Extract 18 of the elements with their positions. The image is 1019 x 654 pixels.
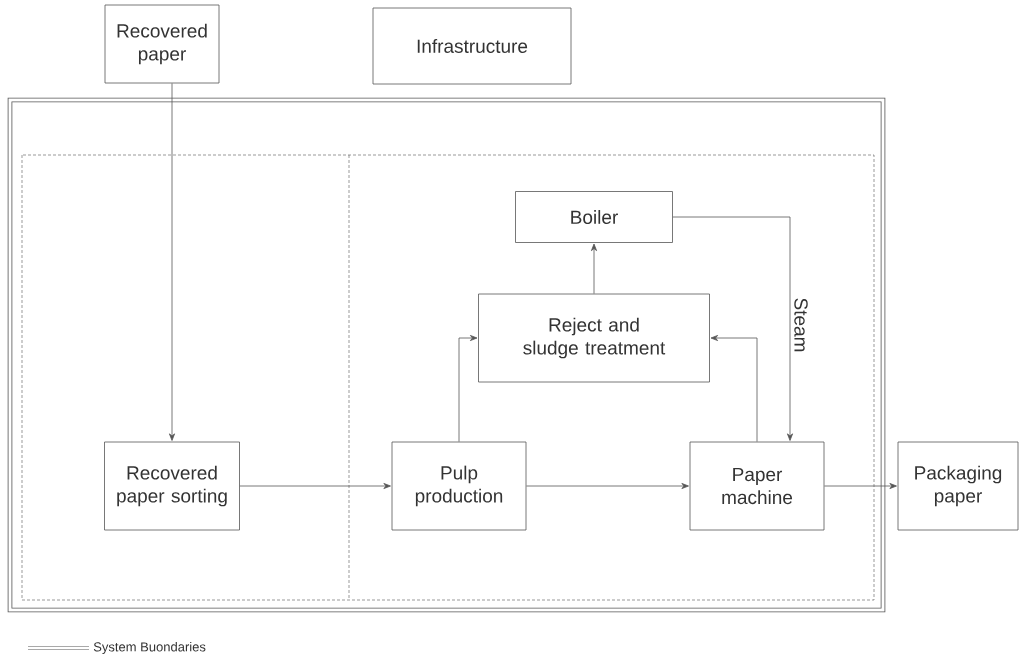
arrow <box>526 483 689 489</box>
process-box: Infrastructure <box>372 7 572 85</box>
arrow <box>824 483 897 489</box>
process-box: Packaging paper <box>897 441 1019 531</box>
arrow <box>239 483 391 489</box>
arrow <box>169 83 175 441</box>
arrow <box>672 216 793 441</box>
arrow <box>710 335 758 442</box>
process-box: Recovered paper <box>104 4 220 84</box>
process-box: Paper machine <box>689 441 825 531</box>
edge-label: Steam <box>793 296 809 354</box>
process-box: Pulp production <box>391 441 527 531</box>
arrow <box>591 243 597 294</box>
arrow <box>458 335 478 442</box>
legend-label: System Buondaries <box>93 641 206 654</box>
process-box: Boiler <box>515 191 673 243</box>
process-box: Recovered paper sorting <box>104 441 240 531</box>
process-box: Reject and sludge treatment <box>478 293 710 383</box>
